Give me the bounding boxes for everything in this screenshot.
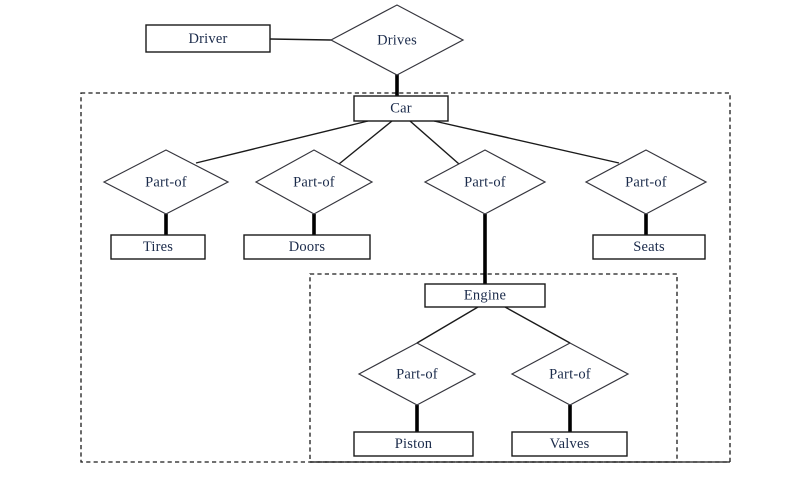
entity-driver[interactable]: Driver	[145, 24, 271, 53]
link-engine-partof-valves	[504, 306, 571, 344]
relationship-partof-valves[interactable]: Part-of	[510, 342, 630, 406]
relationship-partof-piston[interactable]: Part-of	[357, 342, 477, 406]
car-box-shape	[353, 95, 449, 122]
partof-engine-diamond-shape	[423, 149, 547, 215]
entity-car[interactable]: Car	[353, 95, 449, 122]
link-car-partof-seats	[433, 120, 620, 164]
relationship-partof-tires[interactable]: Part-of	[102, 149, 230, 215]
partof-valves-diamond-shape	[510, 342, 630, 406]
aggregation-boundaries	[80, 92, 731, 463]
partof-doors-diamond-shape	[254, 149, 374, 215]
relationship-partof-doors[interactable]: Part-of	[254, 149, 374, 215]
entity-seats[interactable]: Seats	[592, 234, 706, 260]
entity-doors[interactable]: Doors	[243, 234, 371, 260]
partof-piston-diamond-shape	[357, 342, 477, 406]
doors-label: Doors	[289, 239, 326, 255]
relationship-drives[interactable]: Drives	[329, 4, 465, 76]
aggregation-box-car	[80, 92, 731, 463]
partof-seats-label: Part-of	[625, 174, 667, 190]
engine-label: Engine	[464, 287, 506, 303]
entity-valves[interactable]: Valves	[511, 431, 628, 457]
drives-diamond-shape	[329, 4, 465, 76]
link-car-partof-doors	[338, 120, 393, 165]
link-engine-partof-piston	[416, 306, 479, 344]
link-car-partof-engine	[409, 120, 460, 165]
driver-label: Driver	[188, 31, 227, 47]
piston-box-shape	[353, 431, 474, 457]
partof-valves-label: Part-of	[549, 366, 591, 382]
drives-label: Drives	[377, 32, 417, 48]
driver-box-shape	[145, 24, 271, 53]
aggregation-box-engine	[309, 273, 678, 463]
entity-rectangles: Driver Car Tires Doors Seats Engine	[110, 24, 706, 457]
partof-tires-diamond-shape	[102, 149, 230, 215]
link-car-partof-tires	[195, 120, 369, 164]
entity-piston[interactable]: Piston	[353, 431, 474, 457]
link-driver-drives	[269, 38, 332, 41]
engine-box-shape	[424, 283, 546, 308]
relationship-partof-engine[interactable]: Part-of	[423, 149, 547, 215]
entity-tires[interactable]: Tires	[110, 234, 206, 260]
partof-tires-label: Part-of	[145, 174, 187, 190]
tires-label: Tires	[143, 239, 173, 255]
connector-lines	[164, 38, 648, 432]
doors-box-shape	[243, 234, 371, 260]
piston-label: Piston	[395, 436, 433, 452]
relationship-diamonds: Drives Part-of Part-of Part-of Part-of P	[102, 4, 708, 406]
valves-label: Valves	[550, 436, 590, 452]
tires-box-shape	[110, 234, 206, 260]
seats-box-shape	[592, 234, 706, 260]
valves-box-shape	[511, 431, 628, 457]
partof-seats-diamond-shape	[584, 149, 708, 215]
car-label: Car	[390, 100, 412, 116]
seats-label: Seats	[633, 239, 665, 255]
entity-engine[interactable]: Engine	[424, 283, 546, 308]
relationship-partof-seats[interactable]: Part-of	[584, 149, 708, 215]
partof-doors-label: Part-of	[293, 174, 335, 190]
partof-piston-label: Part-of	[396, 366, 438, 382]
partof-engine-label: Part-of	[464, 174, 506, 190]
